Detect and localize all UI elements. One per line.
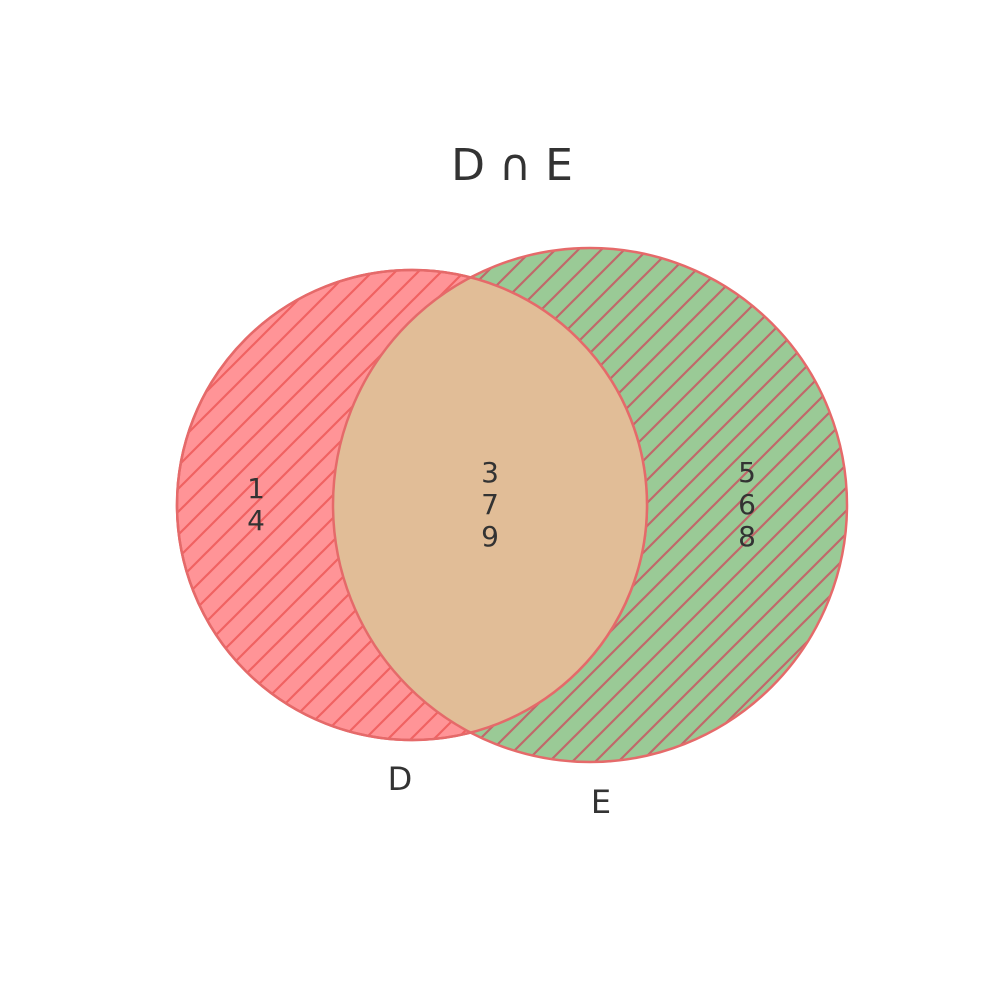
d-only-elements: 1 4 (247, 472, 265, 537)
intersection-element: 7 (481, 488, 499, 521)
e-element: 8 (738, 520, 756, 553)
intersection-elements: 3 7 9 (481, 456, 499, 553)
intersection-region (333, 270, 647, 740)
set-d-label: D (388, 760, 413, 798)
e-only-elements: 5 6 8 (738, 456, 756, 553)
intersection-element: 3 (481, 456, 499, 489)
diagram-title: D ∩ E (451, 140, 573, 191)
d-element: 1 (247, 472, 265, 505)
e-element: 5 (738, 456, 756, 489)
set-e-label: E (591, 783, 611, 821)
intersection-element: 9 (481, 520, 499, 553)
intersection-outline (175, 268, 649, 742)
e-element: 6 (738, 488, 756, 521)
d-element: 4 (247, 504, 265, 537)
